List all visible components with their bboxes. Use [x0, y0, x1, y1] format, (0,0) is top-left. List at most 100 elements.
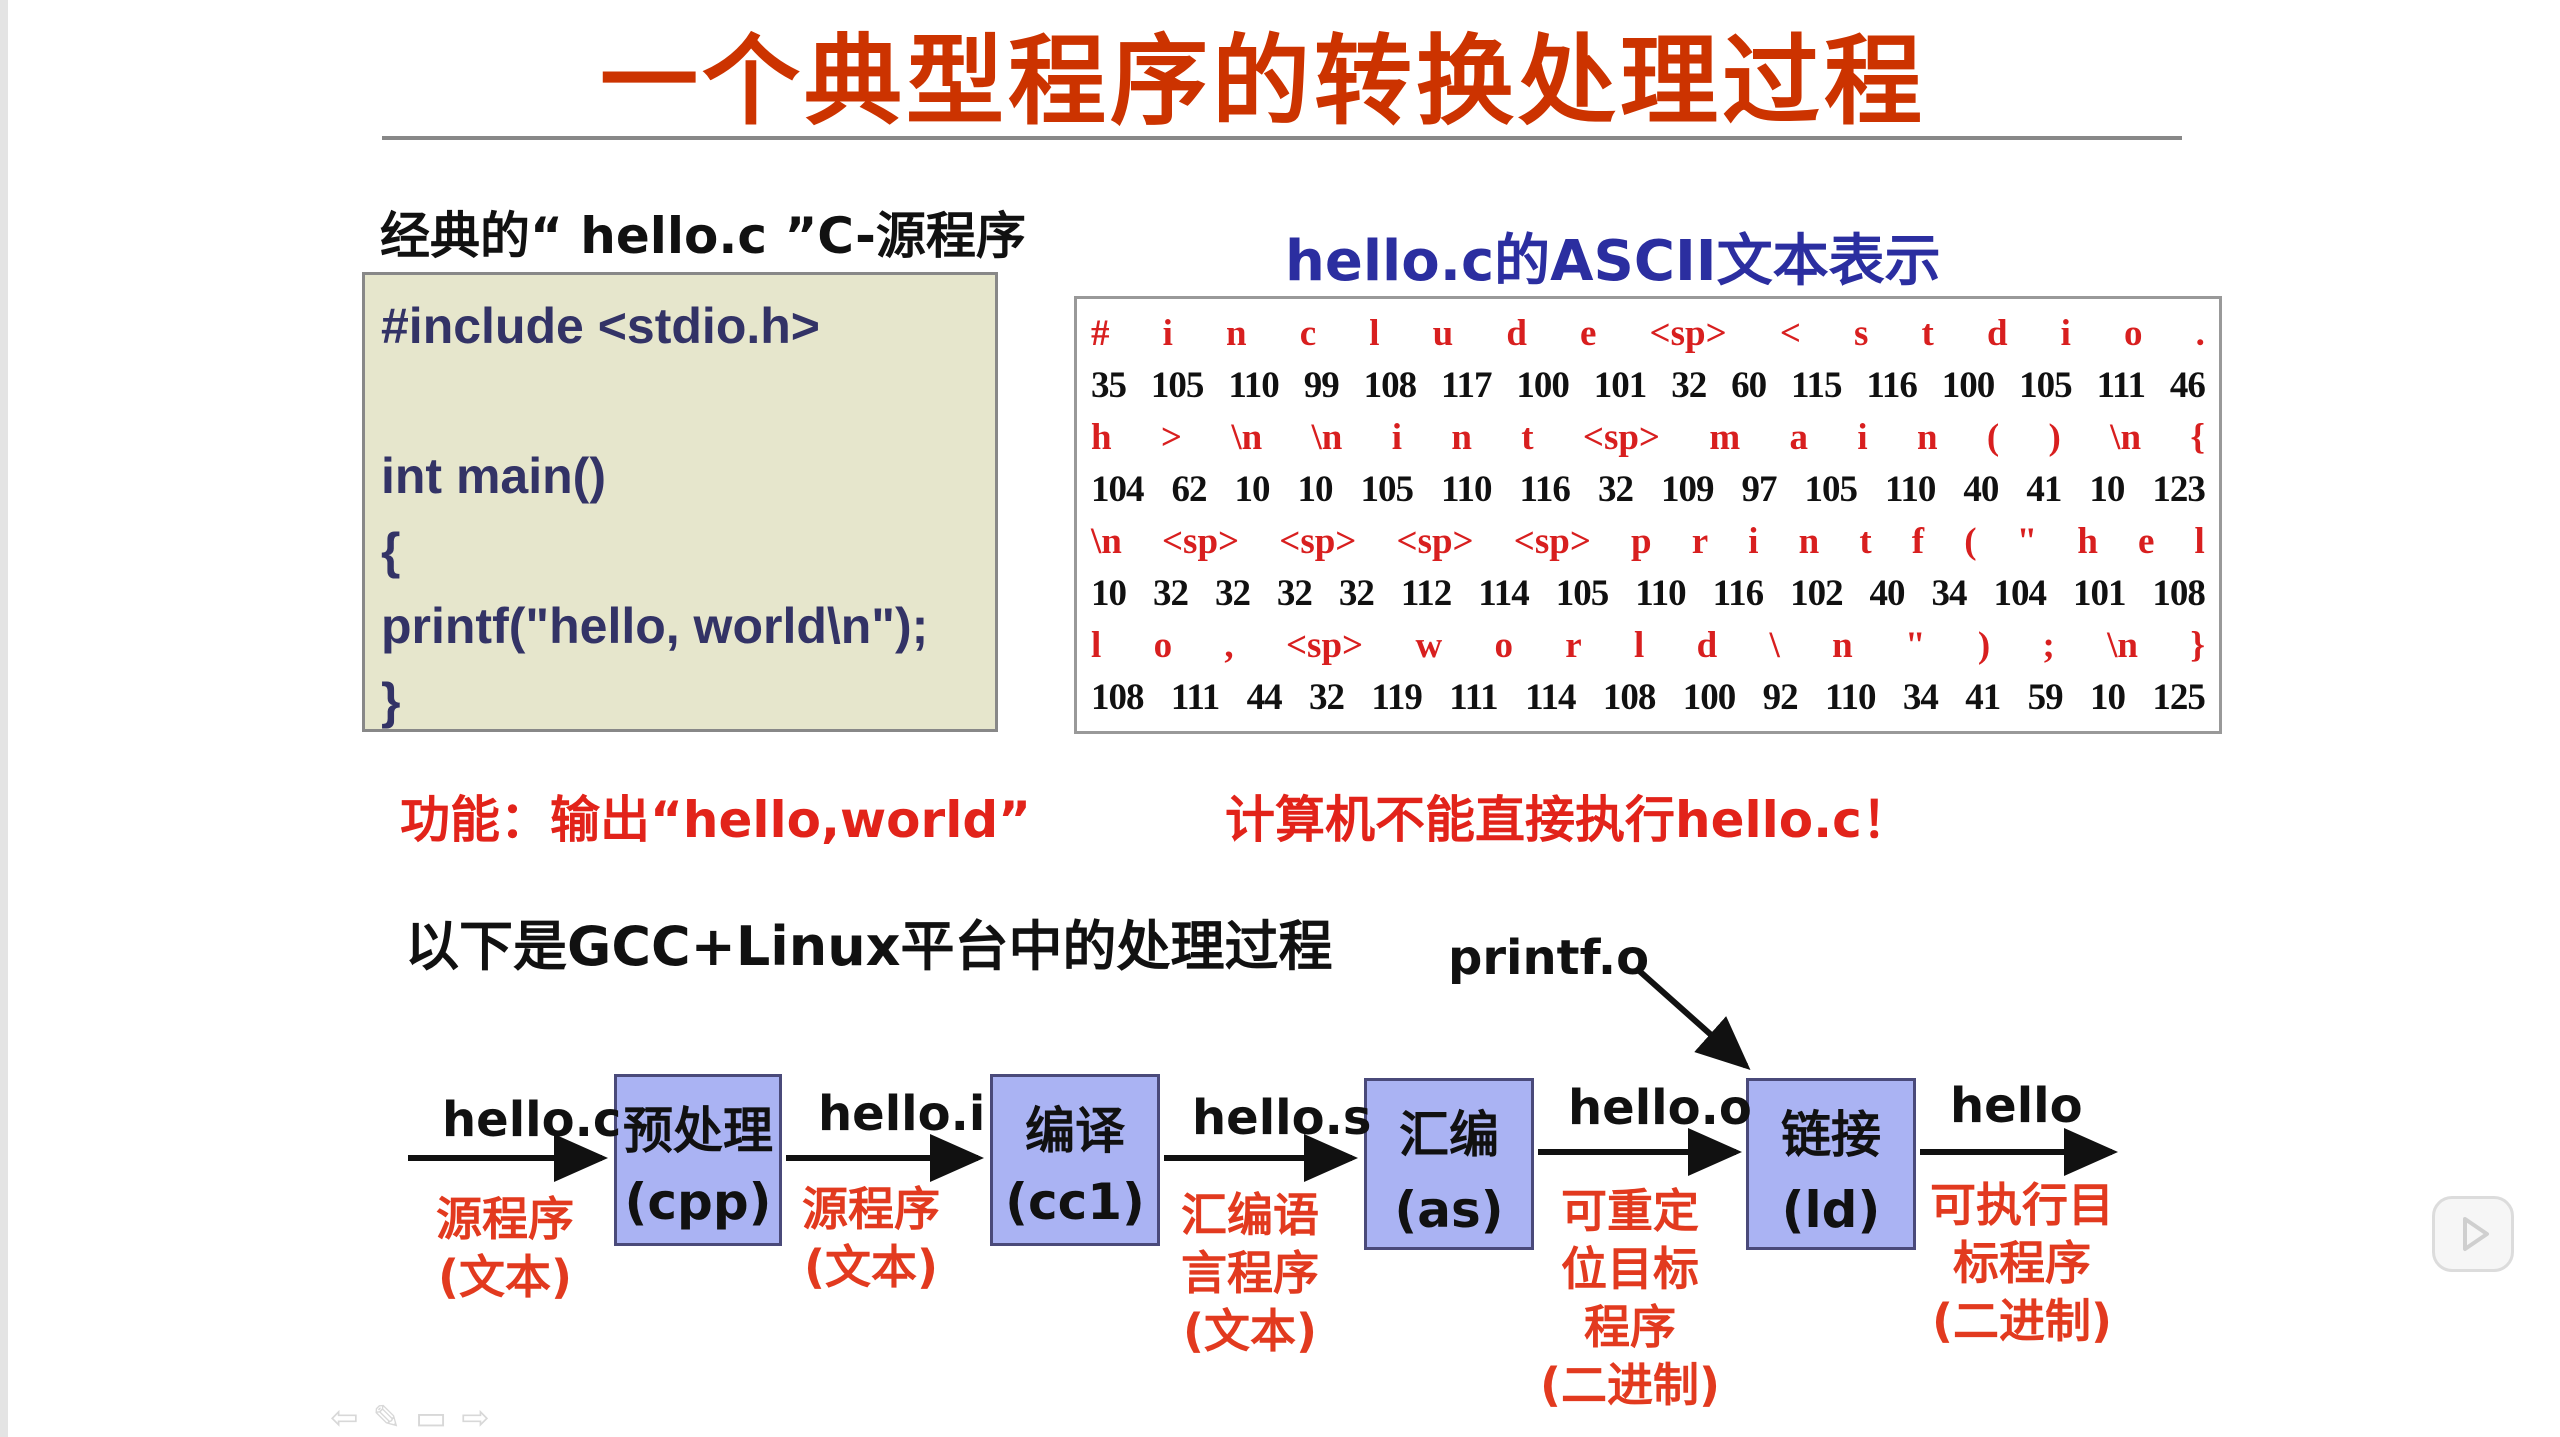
ascii-code-cell: 99 — [1303, 364, 1340, 406]
kind-hello: 可执行目 标程序 (二进制) — [1930, 1178, 2114, 1348]
ascii-char-cell: o — [2124, 312, 2143, 354]
menu-icon[interactable]: ▭ — [415, 1398, 448, 1437]
stage-compile-tool: (cc1) — [1005, 1173, 1145, 1231]
slide-title: 一个典型程序的转换处理过程 — [600, 25, 1927, 139]
next-arrow-icon[interactable]: ⇨ — [461, 1398, 490, 1437]
ascii-code-cell: 114 — [1478, 572, 1529, 614]
ascii-char-cell: t — [1921, 312, 1934, 354]
prev-arrow-icon[interactable]: ⇦ — [330, 1398, 359, 1437]
ascii-char-cell: " — [2016, 520, 2038, 562]
ascii-code-cell: 125 — [2152, 676, 2205, 718]
ascii-char-cell: <sp> — [1161, 520, 1240, 562]
ascii-code-cell: 116 — [1866, 364, 1917, 406]
ascii-code-cell: 110 — [1825, 676, 1876, 718]
ascii-code-cell: 117 — [1441, 364, 1492, 406]
ascii-code-cell: 59 — [2027, 676, 2064, 718]
ascii-code-cell: 116 — [1519, 468, 1570, 510]
ascii-code-cell: 105 — [1555, 572, 1609, 614]
ascii-char-cell: r — [1565, 624, 1582, 666]
ascii-code-cell: 62 — [1171, 468, 1208, 510]
ascii-char-cell: s — [1854, 312, 1869, 354]
ascii-char-cell: n — [1832, 624, 1853, 666]
ascii-code-cell: 41 — [2026, 468, 2062, 510]
ascii-char-cell: <sp> — [1396, 520, 1474, 562]
ascii-code-cell: 105 — [1804, 468, 1857, 510]
ascii-code-cell: 10 — [1234, 468, 1271, 510]
stage-preprocess-name: 预处理 — [623, 1102, 773, 1160]
ascii-code-cell: 116 — [1712, 572, 1764, 614]
ascii-char-cell: l — [1091, 624, 1102, 666]
ascii-char-cell: d — [1696, 624, 1718, 666]
ascii-char-cell: u — [1432, 312, 1454, 354]
ascii-char-cell: d — [1986, 312, 2008, 354]
source-code-box: #include <stdio.h> int main() { printf("… — [362, 272, 998, 732]
kind-hello-c: 源程序 (文本) — [436, 1192, 574, 1304]
code-line-include: #include <stdio.h> — [381, 298, 820, 354]
ascii-char-cell: <sp> — [1285, 624, 1364, 666]
ascii-char-cell: \n — [2110, 416, 2142, 458]
ascii-code-cell: 108 — [1363, 364, 1417, 406]
ascii-code-cell: 46 — [2169, 364, 2206, 406]
ascii-code-cell: 44 — [1246, 676, 1283, 718]
file-hello-s: hello.s — [1192, 1090, 1372, 1146]
ascii-char-cell: d — [1506, 312, 1527, 354]
ascii-char-cell: <sp> — [1582, 416, 1661, 458]
ascii-code-cell: 32 — [1152, 572, 1189, 614]
pen-icon[interactable]: ✎ — [372, 1398, 402, 1437]
file-hello-c: hello.c — [442, 1092, 622, 1148]
ascii-char-cell: i — [1391, 416, 1402, 458]
ascii-char-cell: c — [1299, 312, 1317, 354]
ascii-code-cell: 111 — [1449, 676, 1498, 718]
ascii-char-cell: i — [1162, 312, 1173, 354]
ascii-code-cell: 10 — [2090, 676, 2126, 718]
stage-preprocess-tool: (cpp) — [624, 1173, 772, 1231]
file-hello-o: hello.o — [1568, 1080, 1752, 1136]
ascii-code-cell: 34 — [1931, 572, 1968, 614]
source-heading: 经典的“ hello.c ”C-源程序 — [380, 207, 1026, 265]
ascii-code-cell: 105 — [2019, 364, 2072, 406]
code-line-printf: printf("hello, world\n"); — [381, 598, 929, 654]
ascii-char-cell: a — [1789, 416, 1809, 458]
ascii-code-cell: 34 — [1902, 676, 1939, 718]
ascii-code-cell: 32 — [1338, 572, 1375, 614]
ascii-char-cell: m — [1709, 416, 1741, 458]
ascii-char-cell: <sp> — [1513, 520, 1591, 562]
left-edge — [0, 0, 8, 1437]
ascii-char-cell: <sp> — [1279, 520, 1357, 562]
ascii-char-cell: e — [2138, 520, 2155, 562]
ascii-char-cell: \n — [1231, 416, 1263, 458]
ascii-char-cell: # — [1091, 312, 1110, 354]
ascii-code-cell: 111 — [1170, 676, 1220, 718]
file-printf-o: printf.o — [1448, 930, 1650, 986]
arrow-library-input — [1634, 965, 1751, 1070]
ascii-code-cell: 97 — [1741, 468, 1777, 510]
warning-note: 计算机不能直接执行hello.c！ — [1225, 791, 1912, 849]
file-hello-i: hello.i — [818, 1086, 986, 1142]
ascii-char-cell: t — [1521, 416, 1534, 458]
ascii-code-cell: 114 — [1525, 676, 1576, 718]
ascii-char-cell: e — [1580, 312, 1597, 354]
ascii-char-cell: ) — [1977, 624, 1991, 666]
ascii-char-cell: > — [1160, 416, 1182, 458]
ascii-code-cell: 102 — [1790, 572, 1843, 614]
ascii-code-cell: 108 — [2152, 572, 2205, 614]
ascii-char-cell: \ — [1769, 624, 1780, 666]
ascii-code-cell: 115 — [1791, 364, 1842, 406]
ascii-code-cell: 100 — [1682, 676, 1736, 718]
ascii-code-cell: 92 — [1762, 676, 1799, 718]
stage-link-tool: (ld) — [1781, 1181, 1881, 1239]
ascii-char-cell: p — [1631, 520, 1652, 562]
ascii-char-cell: ( — [1964, 520, 1977, 562]
ascii-code-cell: 32 — [1309, 676, 1345, 718]
platform-heading: 以下是GCC+Linux平台中的处理过程 — [405, 915, 1333, 978]
ascii-char-cell: <sp> — [1649, 312, 1727, 354]
play-button[interactable] — [2432, 1196, 2514, 1272]
ascii-code-cell: 60 — [1731, 364, 1767, 406]
ascii-code-cell: 101 — [1593, 364, 1647, 406]
ascii-code-cell: 110 — [1635, 572, 1686, 614]
ascii-code-cell: 10 — [1091, 572, 1127, 614]
